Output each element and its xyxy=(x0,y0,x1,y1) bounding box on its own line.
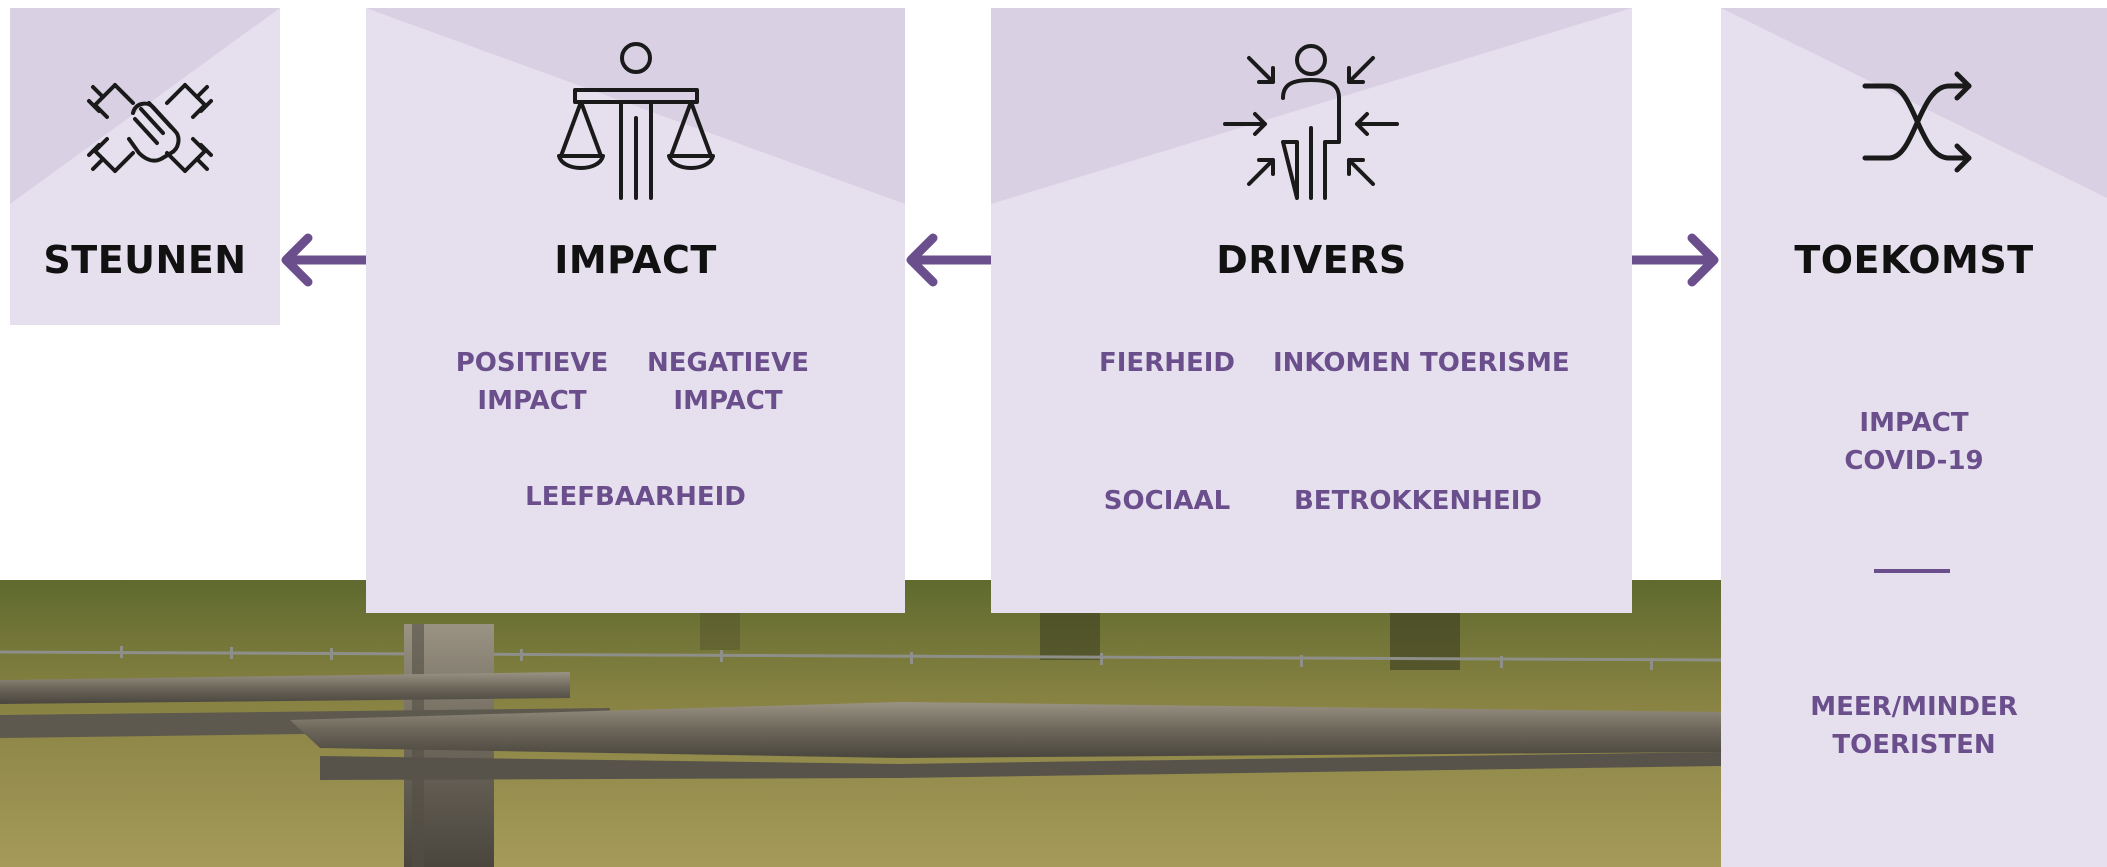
drivers-panel: DRIVERS FIERHEID INKOMEN TOERISME SOCIAA… xyxy=(991,8,1632,613)
drivers-item-inkomen-toerisme: INKOMEN TOERISME xyxy=(1273,348,1570,378)
separator-line xyxy=(1874,569,1950,573)
impact-panel: IMPACT POSITIEVE IMPACT NEGATIEVE IMPACT… xyxy=(366,8,905,613)
shuffle-icon xyxy=(1862,71,1972,173)
drivers-item-fierheid: FIERHEID xyxy=(1099,348,1235,378)
panel-title-toekomst: TOEKOMST xyxy=(1794,238,2034,282)
fence-photo xyxy=(0,580,1721,867)
toekomst-item-meer-minder-toeristen: MEER/MINDER TOERISTEN xyxy=(1810,692,2018,760)
arrow-right-drivers-to-toekomst xyxy=(1632,233,1719,287)
hands-together-icon xyxy=(87,83,213,173)
steunen-panel: STEUNEN xyxy=(10,8,280,325)
panel-accent-shape xyxy=(991,8,1632,204)
panel-title-drivers: DRIVERS xyxy=(1216,238,1407,282)
arrow-left-drivers-to-impact xyxy=(906,233,991,287)
impact-item-positieve-impact: POSITIEVE IMPACT xyxy=(455,348,609,416)
person-scales-icon xyxy=(557,42,715,200)
arrow-left-impact-to-steunen xyxy=(281,233,366,287)
panel-accent-shape xyxy=(1721,8,2107,198)
panel-title-impact: IMPACT xyxy=(554,238,717,282)
drivers-item-betrokkenheid: BETROKKENHEID xyxy=(1293,486,1543,516)
panel-title-steunen: STEUNEN xyxy=(43,238,247,282)
person-arrows-icon xyxy=(1223,44,1399,200)
toekomst-item-impact-covid: IMPACT COVID-19 xyxy=(1844,408,1984,476)
panel-accent-shape xyxy=(10,8,280,204)
impact-item-negatieve-impact: NEGATIEVE IMPACT xyxy=(646,348,810,416)
panel-accent-shape xyxy=(366,8,905,204)
toekomst-panel: TOEKOMST IMPACT COVID-19 MEER/MINDER TOE… xyxy=(1721,8,2107,867)
impact-item-leefbaarheid: LEEFBAARHEID xyxy=(525,482,746,512)
drivers-item-sociaal: SOCIAAL xyxy=(1103,486,1231,516)
